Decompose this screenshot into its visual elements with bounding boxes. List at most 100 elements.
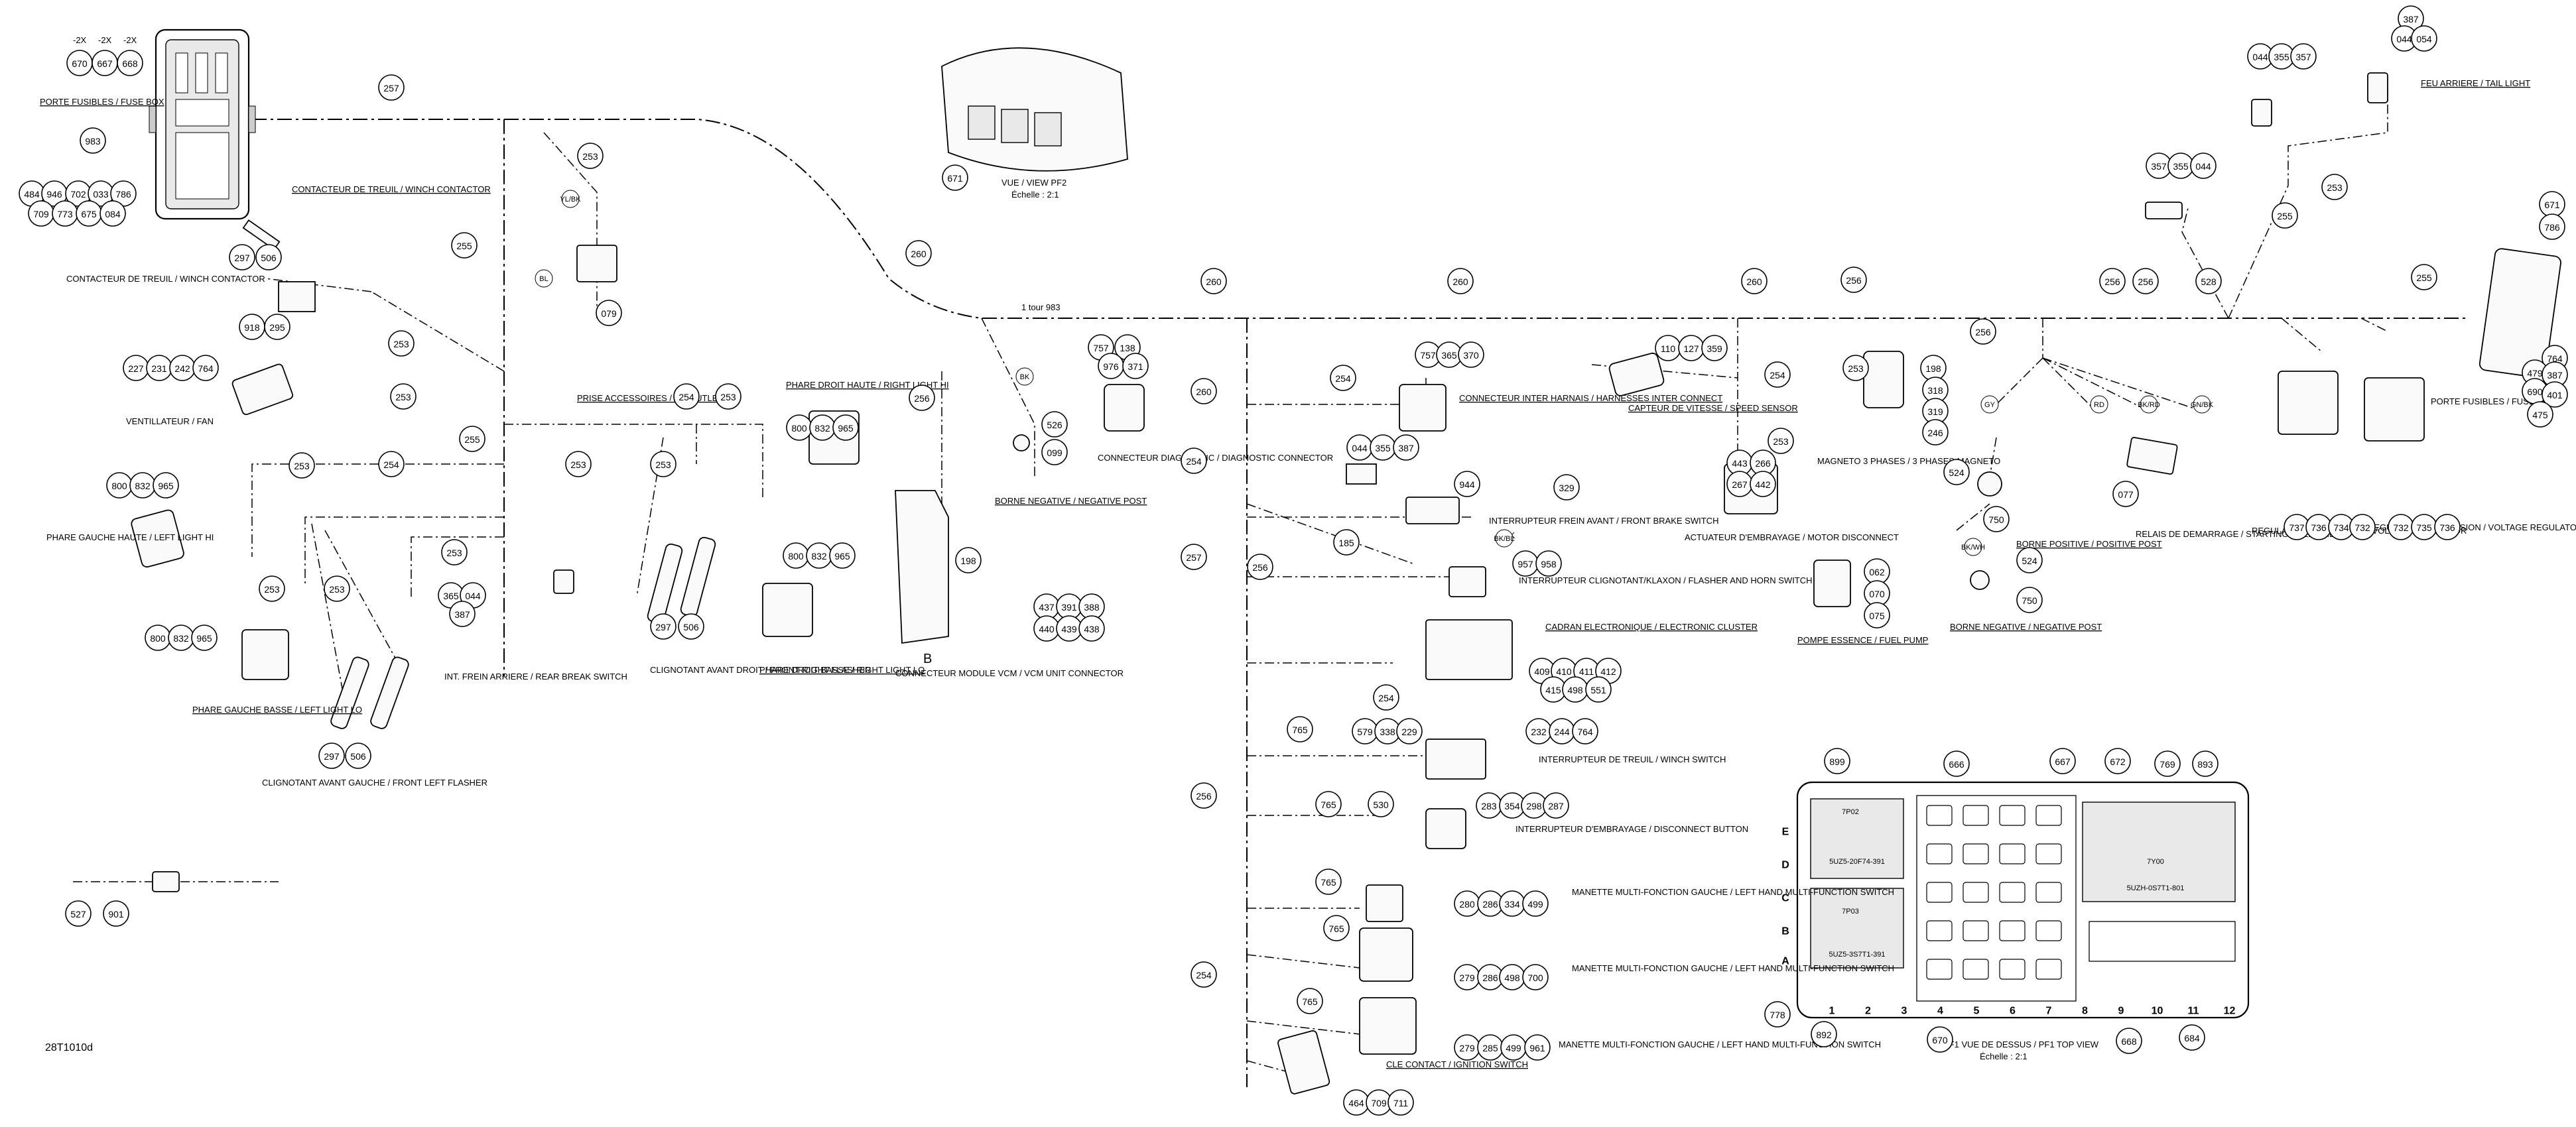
callout-786: 786 [2539,213,2565,240]
svg-text:551: 551 [1590,685,1606,695]
pf1-fuse-slot [2035,920,2062,941]
callout-736: 736 [2305,514,2332,540]
svg-text:253: 253 [570,459,586,470]
svg-text:RD: RD [2094,401,2104,409]
svg-text:579: 579 [1357,727,1373,737]
svg-text:736: 736 [2439,522,2455,533]
callout-671: 671 [942,164,968,191]
wire-tag: RD [2090,395,2108,414]
svg-text:526: 526 [1047,420,1063,430]
label-view-pf2-scale: Échelle : 2:1 [1011,190,1059,200]
callout-709: 709 [1366,1089,1392,1116]
callout-918: 918 [239,314,265,340]
svg-text:198: 198 [960,556,976,566]
callout-253: 253 [388,330,415,357]
svg-text:256: 256 [1975,327,1991,337]
pf1-row-A: A [1781,956,1789,967]
svg-text:832: 832 [811,551,827,562]
wire-tag: BK/BL [1494,529,1515,548]
svg-text:256: 256 [1252,562,1268,573]
svg-text:257: 257 [383,83,399,93]
pf1-fuse-slot [1999,882,2026,903]
callout-769: 769 [2154,750,2181,777]
wire-tag: GN/BK [2191,395,2214,414]
svg-text:734: 734 [2333,522,2349,533]
callout-256: 256 [1247,554,1273,580]
pf1-row-D: D [1781,860,1789,871]
svg-text:961: 961 [1529,1043,1545,1053]
callout-765: 765 [1297,988,1323,1014]
callout-438: 438 [1078,615,1105,642]
callout-832: 832 [168,624,194,651]
pf1-fuse-slot [1926,920,1953,941]
callout-750: 750 [1983,506,2010,532]
label-dc-outlet: PRISE ACCESSOIRES / DC OUTLET [577,393,723,403]
callout-530: 530 [1368,791,1394,817]
svg-text:506: 506 [683,622,699,632]
callout-764: 764 [192,355,219,381]
callout-506: 506 [678,613,704,640]
callout-415: 415 [1540,676,1567,703]
callout-280: 280 [1454,890,1480,917]
callout-976: 976 [1098,353,1124,379]
svg-text:524: 524 [1949,467,1964,478]
callout-286: 286 [1477,890,1504,917]
svg-text:329: 329 [1559,483,1575,493]
callout-253: 253 [324,575,350,602]
svg-text:BK/BL: BK/BL [1494,535,1514,543]
svg-text:7Y00: 7Y00 [2147,858,2164,866]
callout-229: 229 [1396,718,1423,744]
svg-text:675: 675 [81,209,97,219]
callout-944: 944 [1454,471,1480,497]
svg-text:750: 750 [1988,514,2004,525]
label-front-left-flasher: CLIGNOTANT AVANT GAUCHE / FRONT LEFT FLA… [262,778,487,788]
fuse-part-702: 702 [65,180,92,207]
svg-text:475: 475 [2532,410,2548,420]
svg-text:254: 254 [1378,693,1394,703]
svg-text:983: 983 [85,136,101,147]
label-neg-post-2: BORNE NEGATIVE / NEGATIVE POST [1950,622,2102,632]
svg-text:832: 832 [135,481,151,491]
pf1-fuse-slot [1963,882,1989,903]
svg-text:401: 401 [2547,390,2563,400]
svg-text:075: 075 [1869,611,1885,621]
svg-text:440: 440 [1039,624,1055,634]
svg-text:672: 672 [2110,756,2126,767]
callout-257: 257 [1181,544,1207,570]
callout-297: 297 [318,742,345,769]
svg-text:800: 800 [788,551,804,562]
svg-text:254: 254 [1186,456,1202,467]
callout-668: 668 [2116,1028,2142,1054]
svg-text:254: 254 [383,459,399,470]
callout-800: 800 [786,414,812,441]
svg-text:442: 442 [1755,479,1771,490]
label-magneto: MAGNETO 3 PHASES / 3 PHASES MAGNETO [1817,456,2000,466]
svg-text:524: 524 [2022,556,2037,566]
svg-text:BK: BK [1020,373,1030,381]
wire-tag: GY [1980,395,1999,414]
label-one-turn: 1 tour 983 [1021,302,1061,312]
label-cluster: CADRAN ELECTRONIQUE / ELECTRONIC CLUSTER [1545,622,1758,632]
callout-329: 329 [1553,474,1580,501]
pf1-fuse-slot [1926,882,1953,903]
callout-365: 365 [438,582,464,609]
pf1-fuse-slot [1999,843,2026,864]
callout-044: 044 [1346,434,1373,461]
svg-text:260: 260 [1746,276,1762,287]
svg-text:286: 286 [1482,899,1498,910]
label-motor-disconnect: ACTUATEUR D'EMBRAYAGE / MOTOR DISCONNECT [1685,532,1899,542]
label-fuse-box-right: PORTE FUSIBLES / FUSE BOX [2431,396,2555,406]
svg-text:899: 899 [1829,756,1845,767]
pf1-fuse-slot [2035,959,2062,980]
wire-tag: YL/BK [560,190,581,208]
svg-text:5UZ5-20F74-391: 5UZ5-20F74-391 [1829,858,1885,866]
callout-244: 244 [1549,718,1575,744]
callout-319: 319 [1922,398,1949,424]
svg-text:232: 232 [1531,727,1547,737]
callout-198: 198 [955,547,982,573]
svg-text:957: 957 [1517,559,1533,569]
svg-text:484: 484 [24,189,40,200]
svg-text:255: 255 [2277,211,2293,221]
callout-254: 254 [1330,365,1356,391]
